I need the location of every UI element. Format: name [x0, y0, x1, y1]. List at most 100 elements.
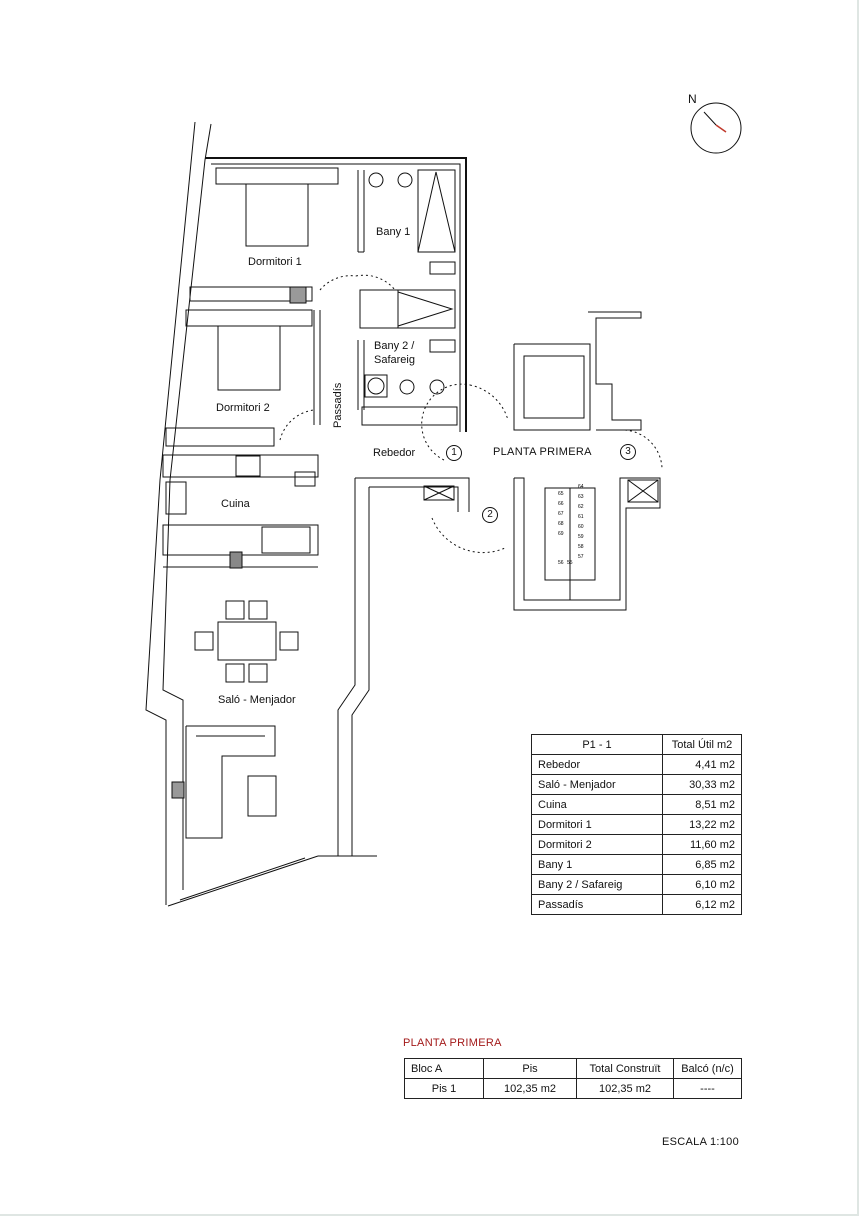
room-label-bany2-line1: Bany 2 / [374, 340, 415, 352]
table-cell: Pis 1 [404, 1078, 484, 1099]
stair-step-number: 55 [567, 560, 573, 566]
table-cell-area: 6,10 m2 [662, 874, 742, 895]
coffee-table [247, 775, 277, 817]
table-cell: ---- [673, 1078, 742, 1099]
scale-label: ESCALA 1:100 [662, 1136, 739, 1148]
table-cell: 102,35 m2 [483, 1078, 577, 1099]
room-label-bany1: Bany 1 [376, 226, 411, 238]
stair-step-number: 64 [578, 484, 584, 490]
table-cell-room: Passadís [531, 894, 663, 915]
stair-step-number: 59 [578, 534, 584, 540]
table-header-cell: Pis [483, 1058, 577, 1079]
table-header-cell: Bloc A [404, 1058, 484, 1079]
table-cell-room: Saló - Menjador [531, 774, 663, 795]
stair-step-number: 56 [558, 560, 564, 566]
kitchen-oven [294, 471, 316, 487]
stair-step-number: 63 [578, 494, 584, 500]
kitchen-sink [165, 481, 187, 515]
dining-table [217, 621, 277, 661]
shower-bany1 [417, 169, 456, 253]
table-header-cell: Total Útil m2 [662, 734, 742, 755]
compass-rose [690, 102, 742, 154]
table-cell-room: Cuina [531, 794, 663, 815]
kitchen-counter-top [162, 454, 319, 478]
stair-step-number: 65 [558, 491, 564, 497]
table-header-row: Bloc A Pis Total Construït Balcó (n/c) [404, 1058, 742, 1079]
room-label-cuina: Cuina [221, 498, 250, 510]
compass-north-label: N [688, 92, 697, 106]
wall-top [205, 157, 467, 432]
kitchen-counter-bottom [162, 524, 319, 556]
table-cell-room: Dormitori 2 [531, 834, 663, 855]
kitchen-fridge [261, 526, 311, 554]
stair-step-number: 69 [558, 531, 564, 537]
wall-rebedor-inner [351, 487, 370, 856]
plan-title-label: PLANTA PRIMERA [493, 446, 592, 458]
table-header-cell: Balcó (n/c) [673, 1058, 742, 1079]
rack-bany2 [361, 406, 458, 426]
facade-line [179, 857, 306, 901]
table-cell-room: Bany 1 [531, 854, 663, 875]
table-cell-area: 13,22 m2 [662, 814, 742, 835]
door-number-3: 3 [620, 444, 636, 460]
table-cell-area: 8,51 m2 [662, 794, 742, 815]
bloc-caption: PLANTA PRIMERA [403, 1037, 502, 1049]
wall-entry [355, 477, 470, 512]
room-label-dormitori2: Dormitori 2 [216, 402, 270, 414]
lift-shaft [513, 343, 591, 431]
stair-step-number: 60 [578, 524, 584, 530]
wall-entry-inner [369, 486, 459, 512]
facade-line2 [167, 855, 319, 907]
table-cell-area: 11,60 m2 [662, 834, 742, 855]
wall-top-inner [211, 163, 461, 432]
stair-step-number: 67 [558, 511, 564, 517]
room-label-rebedor: Rebedor [373, 447, 416, 459]
stair-enclosure [513, 477, 661, 611]
table-cell-area: 4,41 m2 [662, 754, 742, 775]
wardrobe-dormitori1 [189, 286, 313, 302]
table-cell-area: 30,33 m2 [662, 774, 742, 795]
stair-step-number: 58 [578, 544, 584, 550]
table-cell-room: Rebedor [531, 754, 663, 775]
facade-inner [162, 123, 212, 890]
table-cell: 102,35 m2 [576, 1078, 674, 1099]
bloc-table: Bloc A Pis Total Construït Balcó (n/c) P… [404, 1058, 742, 1099]
facade-outer [145, 121, 196, 905]
headboard-dormitori2 [185, 309, 313, 327]
room-label-salo: Saló - Menjador [218, 694, 296, 706]
door-number-1: 1 [446, 445, 462, 461]
door-number-2: 2 [482, 507, 498, 523]
table-cell-room: Dormitori 1 [531, 814, 663, 835]
wall-rebedor [337, 478, 356, 856]
wardrobe-dormitori2 [165, 427, 275, 447]
stair-step-number: 62 [578, 504, 584, 510]
table-cell-area: 6,12 m2 [662, 894, 742, 915]
room-label-dormitori1: Dormitori 1 [248, 256, 302, 268]
table-row: Pis 1 102,35 m2 102,35 m2 ---- [404, 1078, 742, 1099]
room-label-bany2-line2: Safareig [374, 354, 415, 366]
stair-step-number: 66 [558, 501, 564, 507]
sofa [185, 725, 276, 839]
headboard-dormitori1 [215, 167, 339, 185]
bed-dormitori1 [245, 183, 309, 247]
washer-area [359, 289, 456, 329]
stair-step-number: 68 [558, 521, 564, 527]
table-cell-area: 6,85 m2 [662, 854, 742, 875]
table-cell-room: Bany 2 / Safareig [531, 874, 663, 895]
table-header-cell: P1 - 1 [531, 734, 663, 755]
table-header-cell: Total Construït [576, 1058, 674, 1079]
room-label-passadis: Passadís [332, 382, 344, 428]
kitchen-hob [235, 455, 261, 477]
stair-step-number: 57 [578, 554, 584, 560]
table-header-row: P1 - 1 Total Útil m2 [531, 734, 742, 755]
bed-dormitori2 [217, 325, 281, 391]
